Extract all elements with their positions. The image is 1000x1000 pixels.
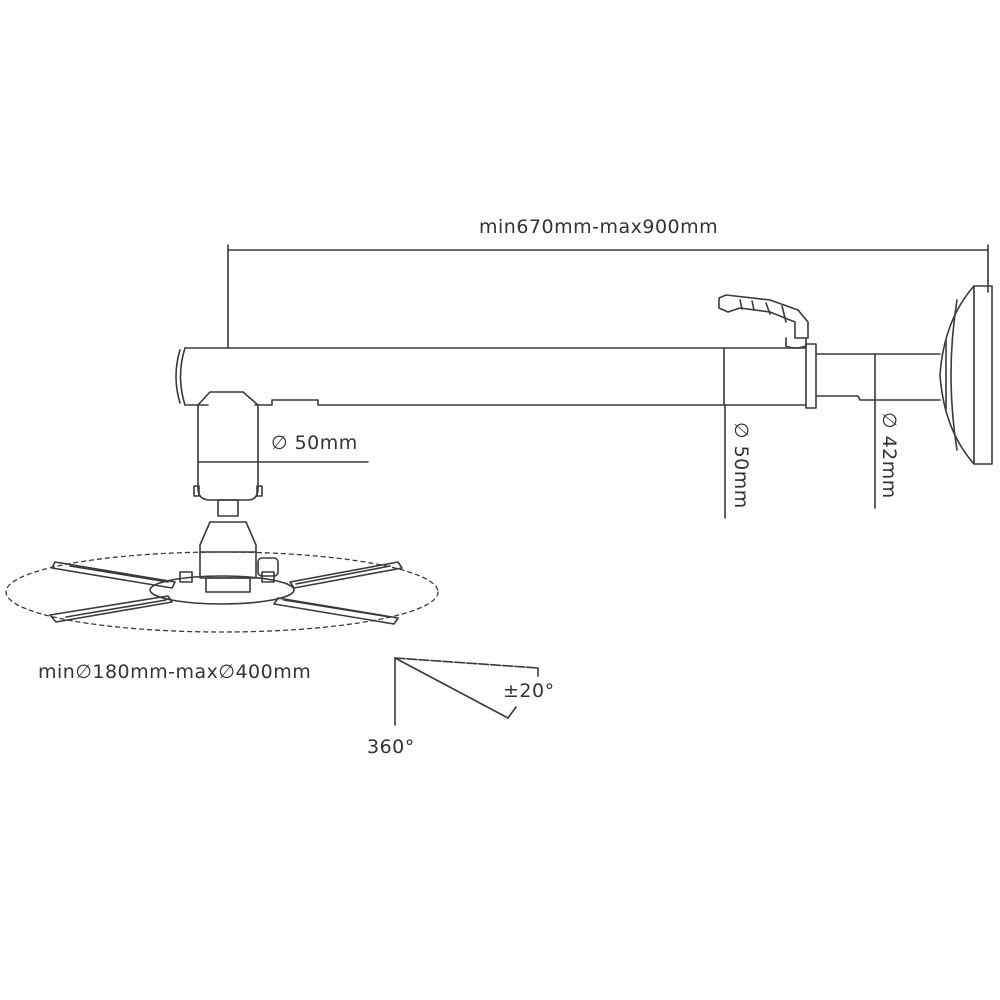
length-dimension-line bbox=[227, 244, 989, 349]
arm-length-label: min670mm-max900mm bbox=[479, 216, 719, 238]
diameter-dimension-lines bbox=[197, 353, 876, 519]
outer-arm-tube bbox=[175, 347, 807, 406]
arm-collar bbox=[805, 343, 817, 409]
mid-arm-diameter-label: ∅ 50mm bbox=[730, 422, 752, 509]
bracket-range-ellipse bbox=[5, 551, 439, 633]
locking-lever-icon bbox=[718, 294, 809, 349]
swivel-label: 360° bbox=[367, 736, 415, 758]
wall-tube-diameter-label: ∅ 42mm bbox=[878, 412, 900, 499]
wall-plate bbox=[939, 285, 993, 465]
inner-tube bbox=[815, 353, 941, 401]
tilt-label: ±20° bbox=[503, 680, 555, 702]
left-arm-diameter-label: ∅ 50mm bbox=[271, 432, 358, 454]
head-joint bbox=[193, 391, 263, 517]
spider-bracket bbox=[49, 561, 403, 625]
bracket-span-label: min∅180mm-max∅400mm bbox=[38, 661, 312, 683]
tilt-angle-indicator bbox=[394, 657, 539, 726]
